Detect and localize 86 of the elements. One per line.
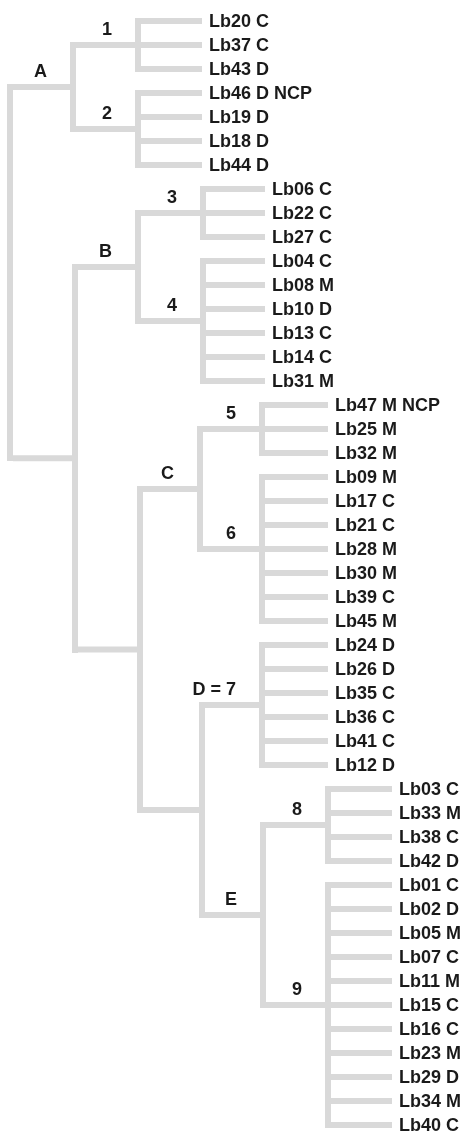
tree-branch <box>259 402 328 429</box>
tree-branch <box>143 807 199 813</box>
leaf-label: Lb13 C <box>265 322 332 344</box>
leaf-label: Lb07 C <box>392 946 459 968</box>
branch-junction <box>137 486 143 813</box>
tree-branch <box>197 426 262 489</box>
leaf-label: Lb18 D <box>202 130 269 152</box>
leaf-label: Lb24 D <box>328 634 395 656</box>
tree-branch <box>205 702 262 708</box>
tree-branch <box>143 486 200 492</box>
branch-junction <box>199 702 205 918</box>
clade-label: 5 <box>226 403 262 429</box>
leaf-label: Lb09 M <box>328 466 397 488</box>
leaf-label: Lb19 D <box>202 106 269 128</box>
leaf-label: Lb47 M NCP <box>328 394 440 416</box>
clade-label: A <box>34 61 73 87</box>
leaf-label: Lb12 D <box>328 754 395 776</box>
tree-branch <box>135 267 203 324</box>
leaf-label: Lb38 C <box>392 826 459 848</box>
leaf-label: Lb27 C <box>265 226 332 248</box>
clade-label: C <box>161 463 200 489</box>
tree-branch <box>197 489 262 552</box>
leaf-label: Lb05 M <box>392 922 461 944</box>
tree-branch <box>205 912 263 918</box>
tree-branch <box>70 87 138 132</box>
leaf-label: Lb41 C <box>328 730 395 752</box>
tree-branch <box>70 42 138 87</box>
clade-label: 3 <box>167 187 203 213</box>
leaf-label: Lb46 D NCP <box>202 82 313 104</box>
leaf-label: Lb43 D <box>202 58 269 80</box>
clade-label: 1 <box>102 19 138 45</box>
leaf-label: Lb23 M <box>392 1042 461 1064</box>
clade-label: 4 <box>167 295 203 321</box>
leaf-label: Lb14 C <box>265 346 332 368</box>
leaf-label: Lb42 D <box>392 850 459 872</box>
tree-branch <box>200 213 265 240</box>
clade-label: D = 7 <box>192 679 262 705</box>
leaf-label: Lb02 D <box>392 898 459 920</box>
leaf-label: Lb11 M <box>392 970 460 992</box>
leaf-label: Lb16 C <box>392 1018 459 1040</box>
tree-branch <box>135 45 202 72</box>
leaf-label: Lb21 C <box>328 514 395 536</box>
leaf-label: Lb25 M <box>328 418 397 440</box>
leaf-label: Lb17 C <box>328 490 395 512</box>
leaf-label: Lb32 M <box>328 442 397 464</box>
branch-junction <box>7 84 13 462</box>
tree-branch <box>135 18 202 45</box>
leaf-label: Lb39 C <box>328 586 395 608</box>
leaf-label: Lb33 M <box>392 802 461 824</box>
leaf-label: Lb36 C <box>328 706 395 728</box>
tree-branch <box>78 646 137 653</box>
tree-branch <box>260 915 328 1008</box>
clade-label: B <box>99 241 138 267</box>
clade-label: E <box>225 889 263 915</box>
leaf-label: Lb03 C <box>392 778 459 800</box>
leaf-label: Lb15 C <box>392 994 459 1016</box>
leaf-label: Lb08 M <box>265 274 334 296</box>
leaf-label: Lb35 C <box>328 682 395 704</box>
tree-branch <box>13 455 72 462</box>
clade-label: 8 <box>292 799 328 825</box>
clade-label: 6 <box>226 523 262 549</box>
tree-branch <box>78 264 138 270</box>
leaf-label: Lb45 M <box>328 610 397 632</box>
leaf-label: Lb28 M <box>328 538 397 560</box>
leaf-label: Lb40 C <box>392 1114 459 1135</box>
leaf-label: Lb34 M <box>392 1090 461 1112</box>
tree-branch <box>13 84 73 90</box>
branch-junction <box>72 264 78 653</box>
leaf-label: Lb31 M <box>265 370 334 392</box>
leaf-label: Lb29 D <box>392 1066 459 1088</box>
clade-label: 9 <box>292 979 328 1005</box>
leaf-label: Lb22 C <box>265 202 332 224</box>
leaf-label: Lb30 M <box>328 562 397 584</box>
leaf-label: Lb01 C <box>392 874 459 896</box>
leaf-label: Lb26 D <box>328 658 395 680</box>
clade-label: 2 <box>102 103 138 129</box>
tree-branch <box>260 822 328 915</box>
leaf-label: Lb37 C <box>202 34 269 56</box>
leaf-label: Lb04 C <box>265 250 332 272</box>
tree-branch <box>135 210 203 267</box>
leaf-label: Lb44 D <box>202 154 269 176</box>
leaf-label: Lb10 D <box>265 298 332 320</box>
leaf-label: Lb06 C <box>265 178 332 200</box>
tree-branch <box>259 429 328 456</box>
leaf-label: Lb20 C <box>202 10 269 32</box>
tree-branch <box>200 186 265 213</box>
